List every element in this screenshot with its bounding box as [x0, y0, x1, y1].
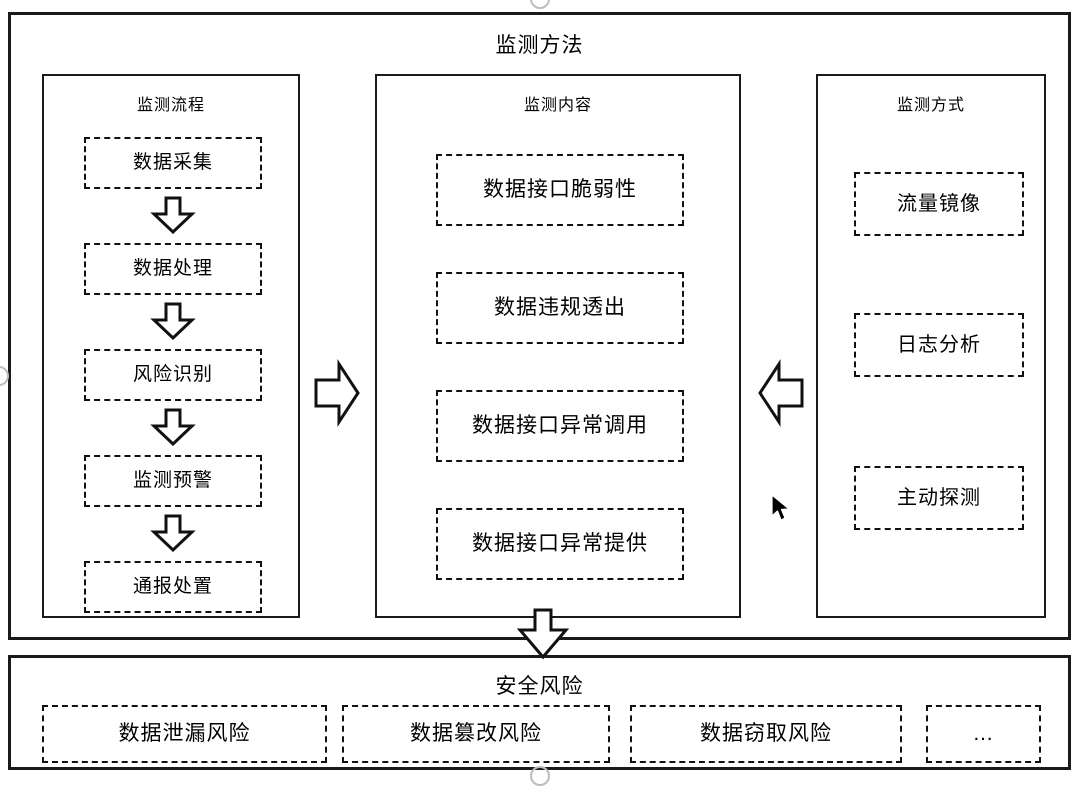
risks-panel[interactable]: 安全风险 数据泄漏风险 数据篡改风险 数据窃取风险 …	[8, 655, 1071, 770]
risk-item-3-label: 数据窃取风险	[700, 722, 832, 745]
left-arrow-icon	[757, 358, 805, 428]
risk-item-2[interactable]: 数据篡改风险	[342, 705, 610, 763]
process-step-4[interactable]: 监测预警	[84, 455, 262, 507]
content-item-1[interactable]: 数据接口脆弱性	[436, 154, 684, 226]
process-step-1[interactable]: 数据采集	[84, 137, 262, 189]
selection-handle-bottom[interactable]	[530, 766, 550, 786]
risk-item-1-label: 数据泄漏风险	[118, 722, 251, 745]
content-item-4-label: 数据接口异常提供	[472, 532, 648, 555]
process-step-4-label: 监测预警	[132, 470, 213, 491]
process-step-3[interactable]: 风险识别	[84, 349, 262, 401]
methods-panel-title: 监测方法	[495, 34, 584, 57]
method-item-2[interactable]: 日志分析	[854, 313, 1024, 377]
right-arrow-icon	[313, 358, 361, 428]
selection-handle-top[interactable]	[530, 0, 550, 9]
process-step-1-label: 数据采集	[132, 152, 213, 173]
column-title-method: 监测方式	[896, 97, 965, 114]
process-step-5[interactable]: 通报处置	[84, 561, 262, 613]
process-step-3-label: 风险识别	[132, 364, 213, 385]
content-item-1-label: 数据接口脆弱性	[483, 178, 637, 201]
content-item-2-label: 数据违规透出	[494, 296, 626, 319]
method-item-3-label: 主动探测	[897, 487, 981, 509]
down-arrow-icon-2	[149, 302, 197, 340]
down-arrow-icon-to-risks	[517, 608, 569, 660]
method-item-1-label: 流量镜像	[897, 193, 981, 215]
process-step-2[interactable]: 数据处理	[84, 243, 262, 295]
content-item-3[interactable]: 数据接口异常调用	[436, 390, 684, 462]
down-arrow-icon-1	[149, 196, 197, 234]
content-item-3-label: 数据接口异常调用	[472, 414, 648, 437]
process-step-2-label: 数据处理	[132, 258, 213, 279]
risk-item-4[interactable]: …	[926, 705, 1041, 763]
column-monitoring-content[interactable]: 监测内容 数据接口脆弱性 数据违规透出 数据接口异常调用 数据接口异常提供	[375, 74, 741, 618]
method-item-2-label: 日志分析	[897, 334, 981, 356]
down-arrow-icon-3	[149, 408, 197, 446]
down-arrow-icon-4	[149, 514, 197, 552]
method-item-3[interactable]: 主动探测	[854, 466, 1024, 530]
column-title-content: 监测内容	[523, 97, 592, 114]
column-title-process: 监测流程	[136, 97, 205, 114]
column-monitoring-method[interactable]: 监测方式 流量镜像 日志分析 主动探测	[816, 74, 1046, 618]
process-step-5-label: 通报处置	[132, 576, 213, 597]
column-monitoring-process[interactable]: 监测流程 数据采集 数据处理 风险识别	[42, 74, 300, 618]
risk-item-3[interactable]: 数据窃取风险	[630, 705, 902, 763]
risks-panel-title: 安全风险	[495, 675, 584, 698]
risk-item-4-label: …	[972, 722, 995, 745]
methods-panel[interactable]: 监测方法 监测流程 数据采集 数据处理 风险识别	[8, 12, 1071, 640]
method-item-1[interactable]: 流量镜像	[854, 172, 1024, 236]
content-item-2[interactable]: 数据违规透出	[436, 272, 684, 344]
risk-item-1[interactable]: 数据泄漏风险	[42, 705, 327, 763]
content-item-4[interactable]: 数据接口异常提供	[436, 508, 684, 580]
risk-item-2-label: 数据篡改风险	[410, 722, 542, 745]
